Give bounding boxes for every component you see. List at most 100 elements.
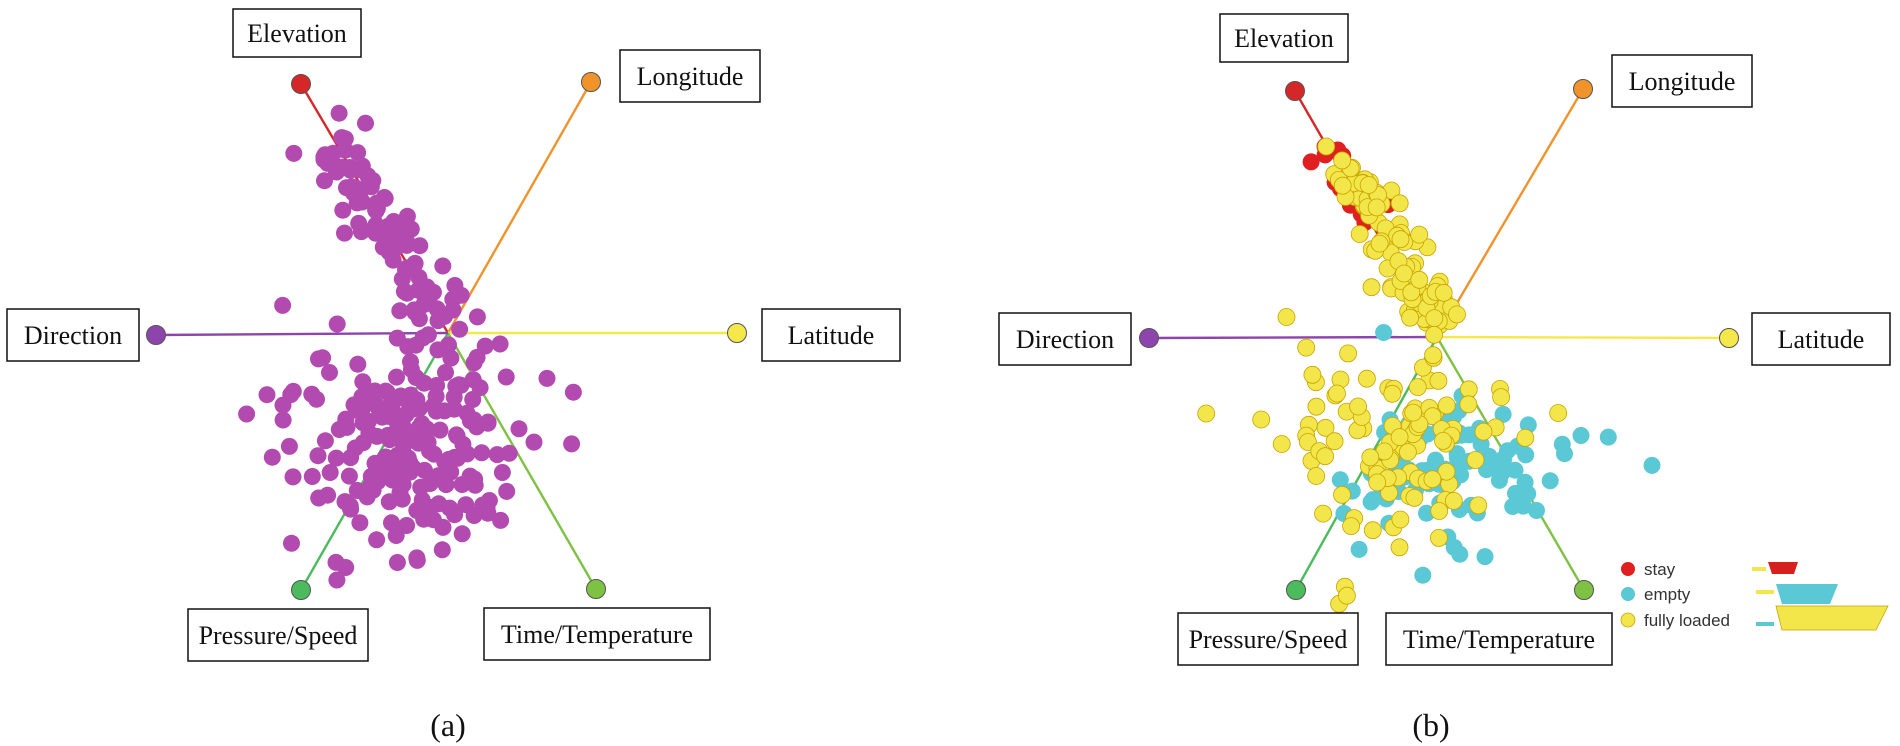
data-point xyxy=(1390,428,1409,447)
data-point xyxy=(1402,283,1421,302)
data-point xyxy=(479,414,497,432)
data-point xyxy=(328,571,346,589)
data-point xyxy=(368,427,386,445)
data-point xyxy=(1474,422,1493,441)
data-point xyxy=(389,446,407,464)
data-point xyxy=(1370,234,1389,253)
data-point xyxy=(437,364,454,381)
data-point xyxy=(388,554,406,571)
data-point xyxy=(411,399,429,417)
axis-line-direction xyxy=(1148,335,1438,340)
anchor-latitude: Latitude xyxy=(727,308,901,362)
data-point xyxy=(433,541,451,559)
data-point xyxy=(330,104,348,122)
data-point xyxy=(340,467,358,485)
data-point xyxy=(397,261,414,279)
axis-label-box-elevation xyxy=(1219,13,1349,63)
data-point xyxy=(1297,338,1316,357)
legend: stay empty fully loaded xyxy=(1620,560,1889,631)
caption-a: (a) xyxy=(430,707,466,743)
data-point xyxy=(381,431,399,449)
data-point xyxy=(465,411,483,429)
data-point xyxy=(468,308,486,326)
data-point xyxy=(1643,456,1661,474)
data-point xyxy=(351,514,369,532)
data-point xyxy=(321,464,339,481)
data-point xyxy=(357,114,374,132)
anchor-dot-latitude xyxy=(1719,328,1739,348)
data-point xyxy=(1408,378,1427,397)
data-point xyxy=(429,341,447,359)
data-point xyxy=(354,434,372,452)
axis-label-box-latitude xyxy=(761,308,901,362)
data-point xyxy=(1414,566,1432,584)
data-point xyxy=(337,410,355,428)
data-point xyxy=(1368,473,1387,492)
axis-label-longitude: Longitude xyxy=(1629,67,1736,96)
data-point xyxy=(375,189,393,206)
data-point xyxy=(1383,384,1402,403)
data-point xyxy=(1363,521,1382,540)
data-point xyxy=(1556,445,1573,463)
data-point xyxy=(1434,431,1452,450)
axis-label-box-latitude xyxy=(1751,312,1891,366)
data-point xyxy=(238,405,256,423)
data-point xyxy=(390,225,408,242)
data-point xyxy=(327,449,345,467)
data-point xyxy=(348,482,366,499)
data-point xyxy=(1492,388,1510,407)
data-point xyxy=(1445,538,1463,556)
data-point xyxy=(498,482,516,500)
data-point xyxy=(1466,451,1485,469)
data-point xyxy=(1307,397,1326,416)
data-point xyxy=(497,368,515,386)
data-point xyxy=(1541,472,1559,490)
data-point xyxy=(1391,230,1410,249)
data-point xyxy=(1437,396,1456,415)
data-point xyxy=(258,386,276,404)
data-point xyxy=(563,435,581,453)
data-point xyxy=(1333,176,1352,195)
anchor-pressure-speed: Pressure/Speed xyxy=(187,580,369,662)
data-point xyxy=(1197,404,1216,423)
data-point xyxy=(491,335,509,353)
data-point xyxy=(1423,470,1442,489)
data-point xyxy=(525,433,543,451)
data-point xyxy=(343,181,361,199)
boat-stay-icon xyxy=(1752,562,1798,574)
axis-label-direction: Direction xyxy=(24,321,122,350)
anchor-elevation: Elevation xyxy=(1219,13,1349,101)
legend-swatch-stay xyxy=(1621,562,1635,576)
data-point xyxy=(448,427,466,445)
data-point xyxy=(1350,225,1369,243)
data-point xyxy=(493,464,511,481)
data-point xyxy=(1448,449,1466,467)
data-point xyxy=(328,315,346,333)
data-point xyxy=(1314,504,1332,523)
axis-label-box-longitude xyxy=(1611,54,1753,108)
data-point xyxy=(1404,403,1423,422)
data-point xyxy=(1427,451,1444,469)
panel-a: ElevationLongitudeLatitudeTime/Temperatu… xyxy=(6,8,901,662)
anchor-longitude: Longitude xyxy=(1573,54,1753,108)
data-point xyxy=(280,437,298,455)
data-point xyxy=(1476,548,1494,566)
data-point xyxy=(416,427,434,445)
data-point xyxy=(1423,407,1442,426)
data-point xyxy=(366,382,384,400)
data-point xyxy=(431,421,449,439)
axis-label-direction: Direction xyxy=(1016,325,1114,354)
anchor-latitude: Latitude xyxy=(1719,312,1891,366)
data-point xyxy=(1325,432,1344,451)
axis-label-time-temperature: Time/Temperature xyxy=(501,620,693,649)
axis-label-longitude: Longitude xyxy=(637,62,744,91)
anchor-direction: Direction xyxy=(998,312,1159,366)
data-point xyxy=(488,446,506,464)
data-point xyxy=(354,373,372,391)
data-point xyxy=(1338,586,1356,605)
data-point xyxy=(1277,308,1296,326)
data-point xyxy=(1303,365,1322,384)
data-point xyxy=(284,468,302,486)
data-point xyxy=(1469,496,1488,515)
legend-swatch-fully-loaded xyxy=(1620,612,1636,628)
